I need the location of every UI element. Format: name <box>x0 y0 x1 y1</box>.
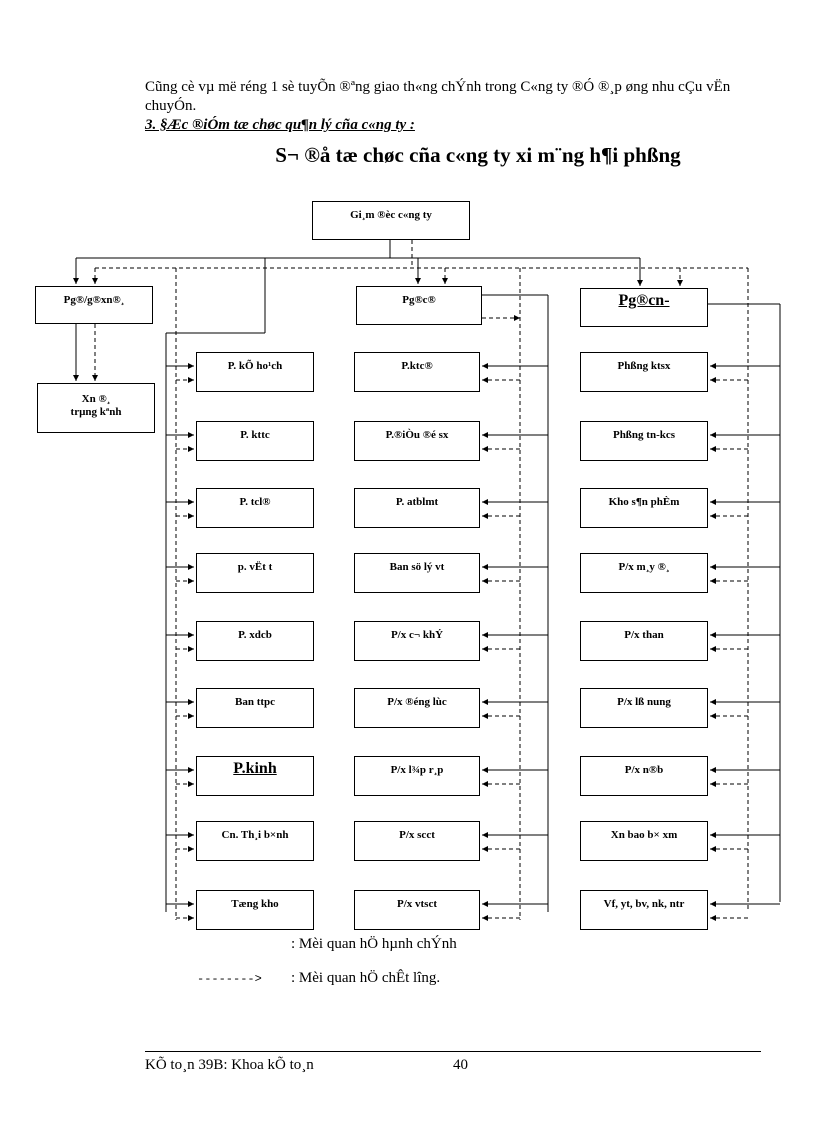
org-box-dept-left-1: P. kttc <box>196 421 314 461</box>
org-box-dept-center-2: P. atblmt <box>354 488 480 528</box>
footer-left: KÕ to¸n 39B: Khoa kÕ to¸n <box>145 1057 314 1073</box>
org-box-dept-right-1: Phßng tn-kcs <box>580 421 708 461</box>
org-box-left-head: Pg®/g®xn®¸ <box>35 286 153 324</box>
org-box-dept-left-0: P. kÕ ho¹ch <box>196 352 314 392</box>
org-box-right-head: Pg®cn- <box>580 288 708 327</box>
org-box-dept-right-8: Vf, yt, bv, nk, ntr <box>580 890 708 930</box>
org-box-dept-left-7: Cn. Th¸i b×nh <box>196 821 314 861</box>
legend-solid: : Mèi quan hÖ hµnh chÝnh <box>291 936 457 952</box>
legend-dashed: : Mèi quan hÖ chÊt l­îng. <box>291 970 441 986</box>
org-box-dept-left-3: p. vËt t <box>196 553 314 593</box>
chart-title: S¬ ®å tæ chøc cña c«ng ty xi m¨ng h¶i ph… <box>275 143 681 167</box>
org-box-col2-head: Pg®c® <box>356 286 482 325</box>
org-box-dept-right-5: P/x lß nung <box>580 688 708 728</box>
org-box-dept-center-3: Ban sö lý vt <box>354 553 480 593</box>
org-box-dept-left-2: P. tcl® <box>196 488 314 528</box>
org-box-dept-center-0: P.ktc® <box>354 352 480 392</box>
org-box-dept-right-0: Phßng ktsx <box>580 352 708 392</box>
org-box-dept-right-6: P/x n®b <box>580 756 708 796</box>
org-box-dept-center-8: P/x vtsct <box>354 890 480 930</box>
org-box-left-sub: Xn ®¸ trµng kªnh <box>37 383 155 433</box>
org-box-dept-left-4: P. xdcb <box>196 621 314 661</box>
section-heading: 3. §Æc ®iÓm tæ chøc qu¶n lý cña c«ng ty … <box>145 117 415 133</box>
org-box-dept-right-7: Xn bao b× xm <box>580 821 708 861</box>
org-box-dept-center-7: P/x scct <box>354 821 480 861</box>
org-box-dept-right-4: P/x than <box>580 621 708 661</box>
org-box-dept-left-5: Ban ttpc <box>196 688 314 728</box>
org-box-dept-left-8: Tæng kho <box>196 890 314 930</box>
org-box-dept-left-6: P.kinh <box>196 756 314 796</box>
org-box-dept-center-1: P.®iÒu ®é sx <box>354 421 480 461</box>
footer-page-number: 40 <box>453 1057 468 1073</box>
org-box-dept-center-5: P/x ®éng lùc <box>354 688 480 728</box>
org-box-dept-center-6: P/x l¾p r¸p <box>354 756 480 796</box>
footer-rule <box>145 1051 761 1052</box>
org-box-dept-right-3: P/x m¸y ®¸ <box>580 553 708 593</box>
legend-dashed-arrow: --------> <box>197 972 262 986</box>
org-box-dept-right-2: Kho s¶n phÈm <box>580 488 708 528</box>
org-box-dept-center-4: P/x c¬ khÝ <box>354 621 480 661</box>
intro-paragraph: Cũng cè vµ më réng 1 sè tuyÕn ®ªng giao … <box>145 79 731 114</box>
org-box-director: Gi¸m ®èc c«ng ty <box>312 201 470 240</box>
